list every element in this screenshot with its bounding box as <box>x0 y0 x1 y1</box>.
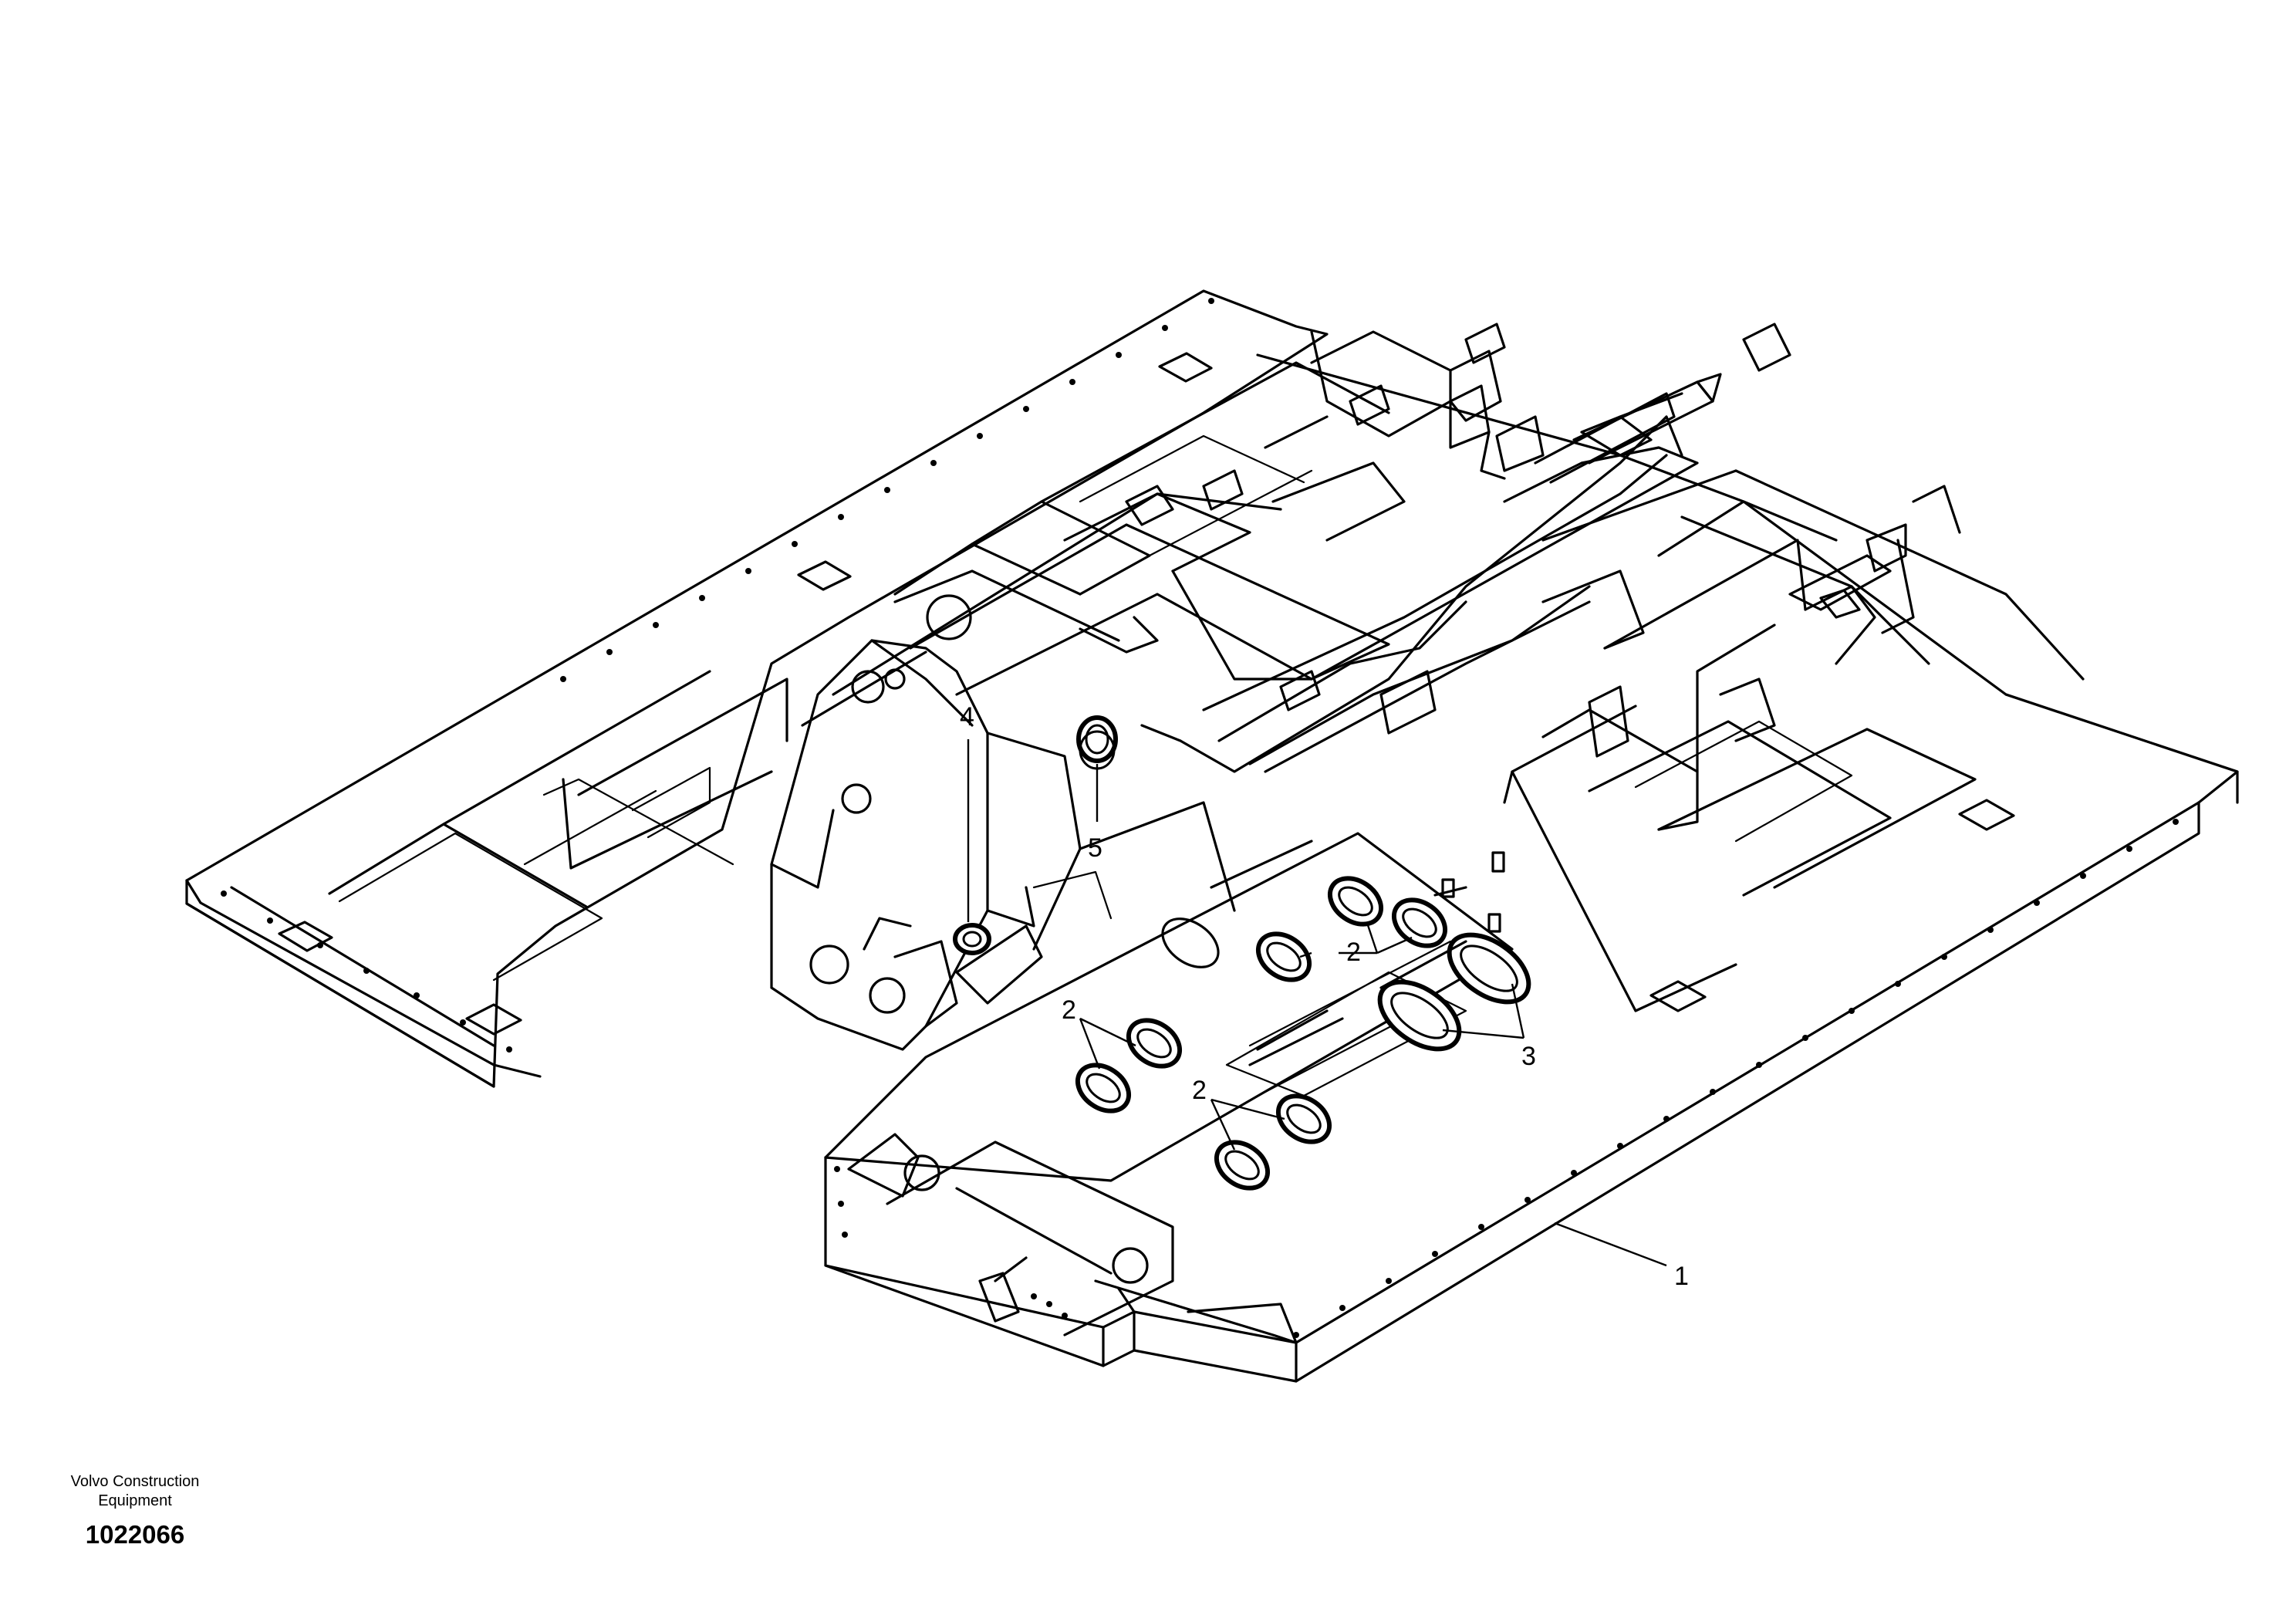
callout-3: 3 <box>1521 1042 1536 1071</box>
company-name-line2: Equipment <box>98 1492 172 1509</box>
bolt-dots <box>221 298 2179 1338</box>
brackets <box>1125 323 1791 933</box>
callout-2c: 2 <box>1192 1076 1207 1105</box>
company-name-line1: Volvo Construction <box>70 1473 200 1490</box>
callout-4: 4 <box>960 702 974 732</box>
callout-1: 1 <box>1674 1262 1689 1291</box>
center-frame <box>893 392 1683 773</box>
callout-2b: 2 <box>1062 995 1076 1025</box>
footer: Volvo Construction Equipment 1022066 <box>46 1472 224 1549</box>
front-frame <box>824 832 1514 1367</box>
right-deck <box>1102 353 2239 1383</box>
boom-foot <box>770 639 1236 1051</box>
document-number: 1022066 <box>85 1520 185 1549</box>
callout-2a: 2 <box>1346 938 1361 967</box>
callout-5: 5 <box>1088 833 1102 863</box>
bushings <box>953 715 1118 955</box>
rear-beam <box>1264 373 1961 773</box>
callouts: 1 2 2 2 3 4 5 <box>960 702 1689 1291</box>
leader-lines <box>967 739 1667 1267</box>
